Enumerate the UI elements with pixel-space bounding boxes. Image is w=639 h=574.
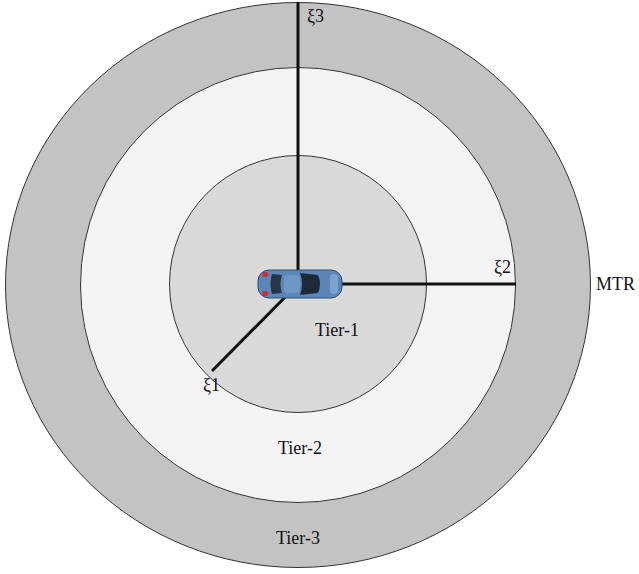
tier-shape (81, 68, 516, 503)
tier-label: Tier-3 (276, 528, 320, 549)
text-holder: MTR (596, 274, 635, 295)
tier-shape (6, 3, 591, 568)
text-holder: Tier-3 (276, 528, 320, 549)
text-holder: ξ2 (494, 257, 511, 278)
text-holder: Tier-1 (315, 320, 359, 341)
range-symbol: MTR (596, 274, 635, 295)
tier-shape (170, 156, 427, 413)
radius-line (297, 2, 300, 284)
car-icon (258, 270, 342, 298)
radius-symbol: ξ3 (307, 6, 324, 27)
radius-symbol: ξ2 (494, 257, 511, 278)
tier-label: Tier-2 (278, 438, 322, 459)
radius-symbol: ξ1 (203, 375, 220, 396)
text-holder: ξ1 (203, 375, 220, 396)
text-holder: ξ3 (307, 6, 324, 27)
tier-label: Tier-1 (315, 320, 359, 341)
text-holder: Tier-2 (278, 438, 322, 459)
